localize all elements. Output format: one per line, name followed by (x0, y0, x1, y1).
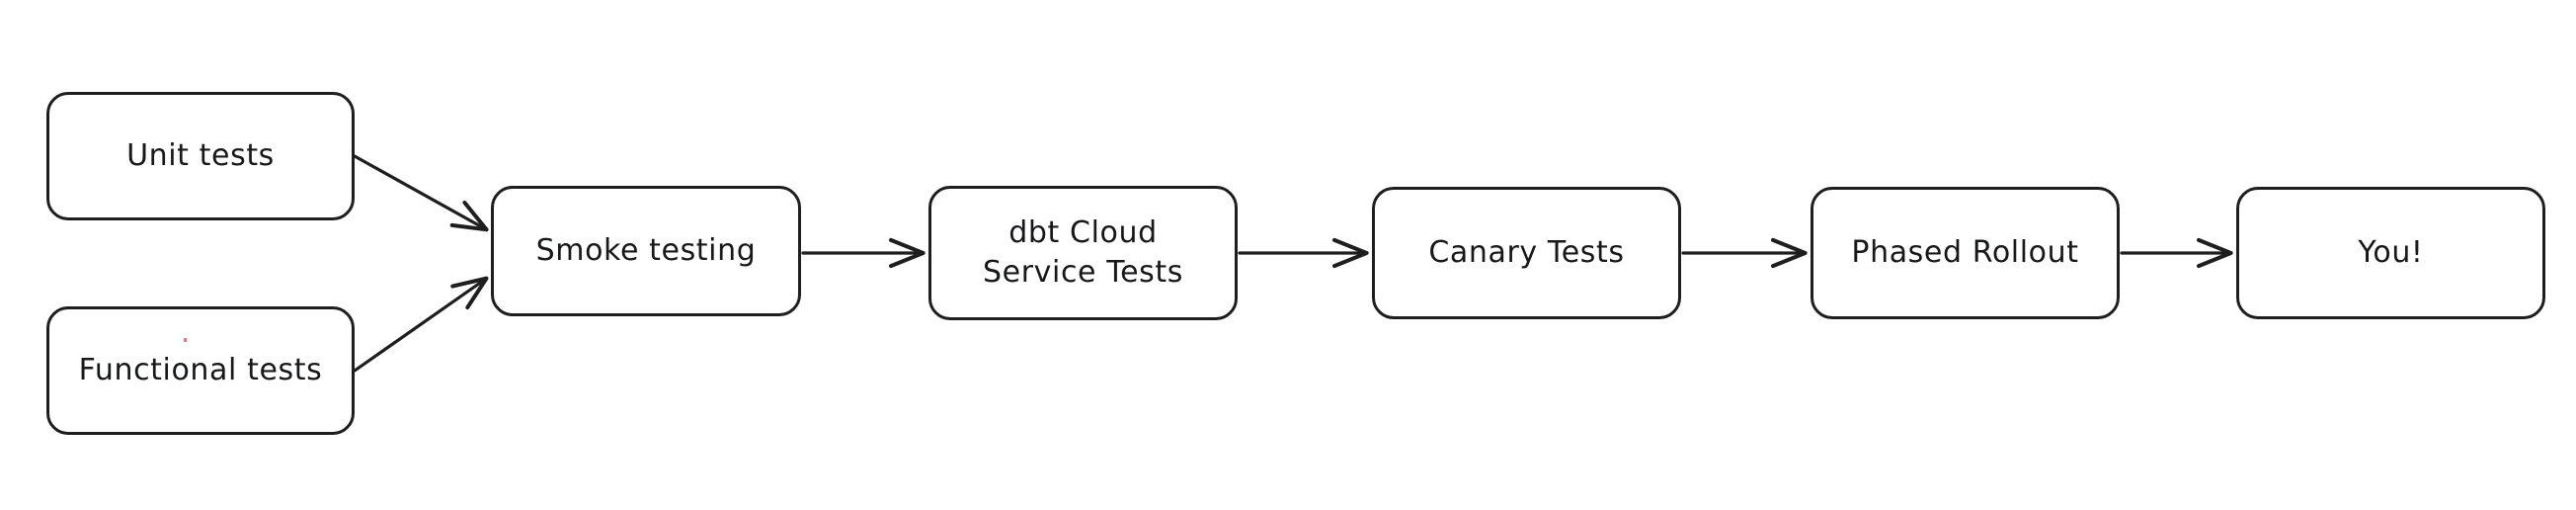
node-you[interactable]: You! (2236, 187, 2545, 319)
stray-mark (184, 338, 187, 342)
node-functional-tests-label: Functional tests (78, 353, 323, 388)
edge-unit-to-smoke (353, 154, 489, 232)
edge-functional-to-smoke (353, 276, 489, 373)
node-unit-tests-label: Unit tests (126, 138, 275, 174)
node-smoke-testing[interactable]: Smoke testing (491, 186, 801, 316)
node-dbt-cloud-service-tests[interactable]: dbt Cloud Service Tests (928, 186, 1238, 320)
node-phased-rollout-label: Phased Rollout (1851, 235, 2079, 271)
node-phased-rollout[interactable]: Phased Rollout (1811, 187, 2120, 319)
node-smoke-testing-label: Smoke testing (535, 233, 757, 269)
node-dbt-cloud-service-tests-label: dbt Cloud Service Tests (983, 215, 1183, 290)
node-functional-tests[interactable]: Functional tests (46, 306, 355, 435)
node-you-label: You! (2358, 235, 2424, 271)
node-canary-tests[interactable]: Canary Tests (1372, 187, 1681, 319)
node-canary-tests-label: Canary Tests (1428, 235, 1625, 271)
node-unit-tests[interactable]: Unit tests (46, 92, 355, 220)
